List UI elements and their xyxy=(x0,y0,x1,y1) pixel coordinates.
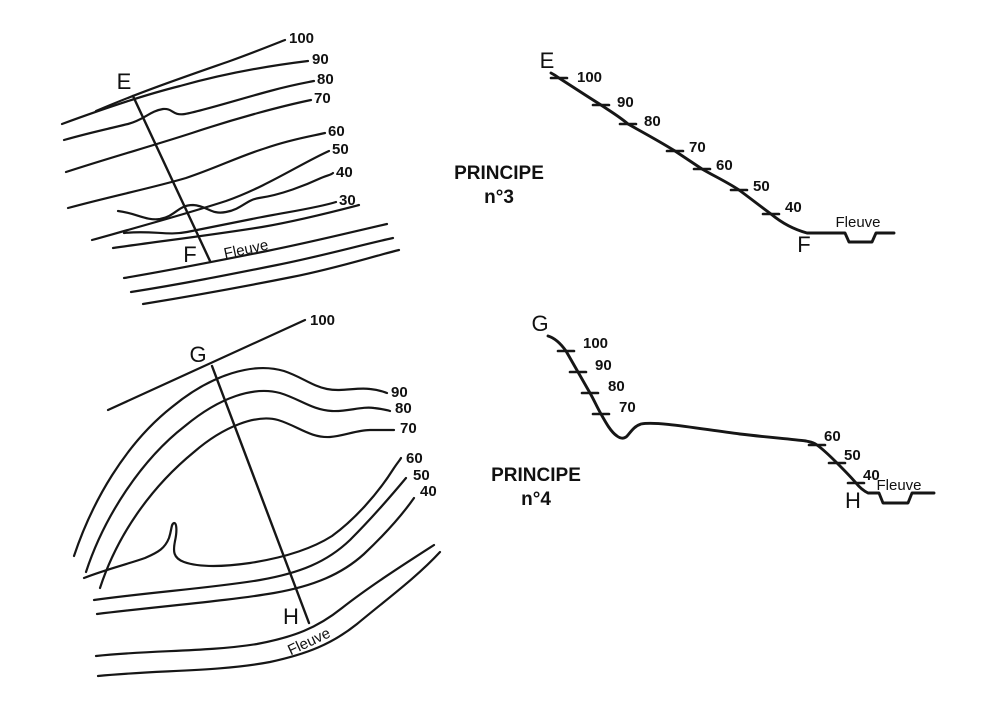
profile-gh: PRINCIPE n°4 100 90 80 70 60 50 40 G H F… xyxy=(491,311,936,513)
map-gh-river-bank-bottom xyxy=(96,550,442,678)
map-ef-contour-80-line xyxy=(62,79,316,142)
profile-ef-elev-40: 40 xyxy=(785,199,802,216)
profile-ef-point-e-label: E xyxy=(540,48,555,73)
profile-ef-point-f-label: F xyxy=(797,232,810,257)
map-gh-contour-90-label: 90 xyxy=(391,384,408,401)
profile-ef-elev-100: 100 xyxy=(577,69,602,86)
map-gh-point-g-label: G xyxy=(189,342,206,367)
principe-4-subtitle: n°4 xyxy=(521,489,551,510)
map-gh-point-h-label: H xyxy=(283,604,299,629)
map-gh-contour-70-label: 70 xyxy=(400,420,417,437)
map-ef-contour-80-label: 80 xyxy=(317,71,334,88)
map-gh-contour-90-line xyxy=(72,367,389,558)
map-gh-contour-100-line xyxy=(106,318,307,412)
principe-3-subtitle: n°3 xyxy=(484,187,514,208)
map-gh: G H Fleuve 100 90 80 70 60 50 40 xyxy=(72,312,442,678)
profile-gh-elev-70: 70 xyxy=(619,399,636,416)
profile-gh-elev-50: 50 xyxy=(844,447,861,464)
principe-4-title: PRINCIPE xyxy=(491,465,581,486)
map-ef: E F Fleuve 100 90 80 70 60 50 40 30 xyxy=(60,30,401,306)
profile-ef-elev-90: 90 xyxy=(617,94,634,111)
map-ef-contour-60-line xyxy=(66,131,327,210)
map-gh-contour-100-label: 100 xyxy=(310,312,335,329)
map-ef-contour-40-line xyxy=(116,171,335,221)
map-gh-contour-60-line xyxy=(82,456,403,580)
map-ef-transect-line xyxy=(131,94,212,263)
map-ef-contour-100-line xyxy=(94,38,287,113)
map-ef-contour-70-line xyxy=(64,98,313,174)
map-ef-contour-50-line xyxy=(90,149,331,242)
map-ef-point-f-label: F xyxy=(183,242,196,267)
map-ef-contour-30-line xyxy=(122,200,338,235)
profile-ef-elev-70: 70 xyxy=(689,139,706,156)
map-ef-bottom-line xyxy=(141,248,401,306)
profile-gh-elev-40: 40 xyxy=(863,467,880,484)
profile-gh-point-h-label: H xyxy=(845,488,861,513)
map-gh-contour-70-line xyxy=(98,417,396,590)
map-gh-contour-50-line xyxy=(92,476,408,602)
profile-ef-river-label: Fleuve xyxy=(835,214,880,231)
map-ef-contour-70-label: 70 xyxy=(314,90,331,107)
map-gh-transect-line xyxy=(210,364,311,625)
map-ef-contour-40-label: 40 xyxy=(336,164,353,181)
profile-ef: PRINCIPE n°3 100 90 80 70 60 50 40 E F F… xyxy=(454,48,896,257)
map-gh-contour-40-label: 40 xyxy=(420,483,437,500)
profile-ef-elev-50: 50 xyxy=(753,178,770,195)
map-ef-river-label: Fleuve xyxy=(222,237,270,263)
map-ef-contour-50-label: 50 xyxy=(332,141,349,158)
profile-gh-elev-100: 100 xyxy=(583,335,608,352)
map-gh-contour-80-line xyxy=(84,389,392,574)
map-ef-point-e-label: E xyxy=(117,69,132,94)
map-ef-river-bank-top xyxy=(122,222,389,280)
profile-gh-point-g-label: G xyxy=(531,311,548,336)
profile-gh-elev-80: 80 xyxy=(608,378,625,395)
profile-gh-elev-90: 90 xyxy=(595,357,612,374)
map-ef-contour-90-line xyxy=(60,59,310,126)
principe-3-title: PRINCIPE xyxy=(454,163,544,184)
profile-gh-elev-60: 60 xyxy=(824,428,841,445)
profile-gh-terrain-line xyxy=(546,334,936,505)
map-gh-river-label: Fleuve xyxy=(285,625,333,659)
map-gh-contour-60-label: 60 xyxy=(406,450,423,467)
map-ef-river-bank-bottom xyxy=(129,236,395,294)
map-ef-contour-100-label: 100 xyxy=(289,30,314,47)
profile-ef-elev-80: 80 xyxy=(644,113,661,130)
map-gh-contour-80-label: 80 xyxy=(395,400,412,417)
map-gh-contour-40-line xyxy=(95,496,416,616)
map-gh-river-bank-top xyxy=(94,543,436,658)
map-ef-contour-90-label: 90 xyxy=(312,51,329,68)
map-ef-contour-30-label: 30 xyxy=(339,192,356,209)
map-ef-contour-60-label: 60 xyxy=(328,123,345,140)
map-gh-contour-50-label: 50 xyxy=(413,467,430,484)
map-ef-contour-low-line xyxy=(111,203,361,250)
profile-ef-elev-60: 60 xyxy=(716,157,733,174)
profile-gh-river-label: Fleuve xyxy=(876,477,921,494)
